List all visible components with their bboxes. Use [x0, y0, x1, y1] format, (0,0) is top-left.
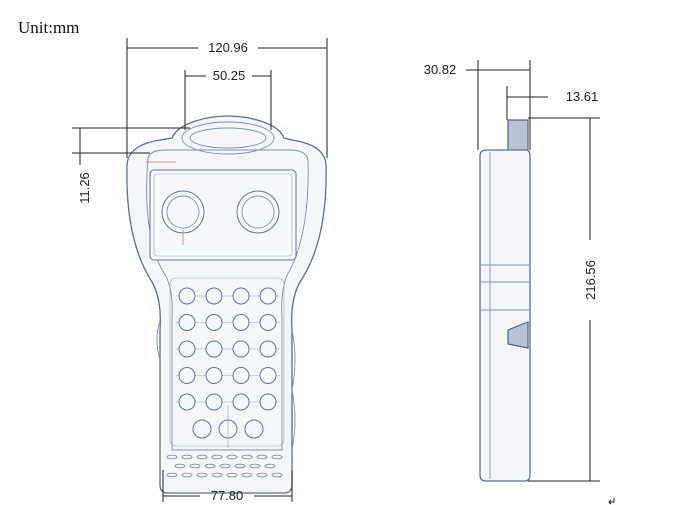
keypad-area [169, 277, 285, 447]
vent-slot [271, 472, 283, 478]
keypad-grid [176, 287, 280, 411]
keypad-key [205, 340, 223, 358]
keypad-key [259, 340, 277, 358]
vent-slot [271, 454, 283, 460]
vent-slot [241, 472, 253, 478]
vent-slot [189, 463, 201, 469]
dim-text-overall-width: 120.96 [208, 40, 248, 55]
keypad-key [205, 367, 223, 384]
dimension-side-total-depth: 30.82 [424, 60, 531, 150]
dim-text-bottom-width: 77.80 [211, 488, 244, 503]
return-mark [608, 498, 615, 505]
vent-slot [174, 463, 186, 469]
top-ring-outer [181, 121, 275, 155]
keypad-key [205, 393, 223, 411]
keypad-key [178, 340, 196, 358]
keypad-key [259, 314, 277, 331]
left-sensor [161, 190, 205, 234]
vent-slot [181, 454, 193, 460]
right-grip [291, 329, 296, 451]
keypad-key [232, 393, 250, 411]
vent-slot [264, 463, 276, 469]
keypad-key [178, 393, 196, 411]
vent-slot [204, 463, 216, 469]
keypad-key [205, 314, 223, 331]
vent-slot [234, 463, 246, 469]
dimension-side-height: 216.56 [528, 117, 600, 482]
keypad-key [205, 287, 223, 305]
vent-slot [166, 472, 178, 478]
right-sensor-inner [241, 195, 275, 229]
keypad-key [232, 287, 250, 305]
dim-text-top-ring-height: 11.26 [77, 172, 92, 204]
keypad-bottom-key [244, 419, 264, 439]
side-body-outline [479, 149, 531, 482]
dim-text-side-total-depth: 30.82 [424, 62, 457, 77]
keypad-key [178, 367, 196, 384]
side-neck [507, 119, 529, 153]
left-sensor-inner [166, 195, 200, 229]
dim-text-side-thin-depth: 13.61 [566, 89, 599, 104]
unit-label: Unit:mm [18, 18, 80, 37]
vent-slot [196, 472, 208, 478]
keypad-key [232, 314, 250, 331]
vent-slot [256, 454, 268, 460]
vent-slot [211, 472, 223, 478]
keypad-key [259, 367, 277, 384]
vent-slot [249, 463, 261, 469]
keypad-key [178, 287, 196, 305]
dimension-top-ring-width: 50.25 [184, 68, 272, 130]
keypad-key [232, 340, 250, 358]
top-ring-inner [189, 127, 267, 149]
vent-slot [196, 454, 208, 460]
vent-slots [166, 454, 283, 478]
dimension-overall-width: 120.96 [126, 38, 328, 158]
vent-slot [241, 454, 253, 460]
side-view [479, 119, 531, 482]
front-inner-contour [146, 149, 309, 451]
keypad-key [178, 314, 196, 331]
front-view [126, 115, 327, 494]
vent-slot [181, 472, 193, 478]
vent-slot [219, 463, 231, 469]
keypad-key [259, 287, 277, 305]
dimension-top-ring-height: 11.26 [72, 127, 190, 204]
keypad-key [232, 367, 250, 384]
display-window-inner [153, 173, 293, 257]
vent-slot [226, 454, 238, 460]
side-button [507, 321, 529, 349]
vent-slot [226, 472, 238, 478]
keypad-key [259, 393, 277, 411]
keypad-bottom-key [192, 419, 212, 439]
dimension-side-thin-depth: 13.61 [506, 86, 599, 120]
dimension-bottom-width: 77.80 [162, 470, 293, 503]
vent-slot [166, 454, 178, 460]
dim-text-top-ring-width: 50.25 [213, 68, 246, 83]
left-grip [156, 319, 161, 361]
vent-slot [256, 472, 268, 478]
dim-text-side-height: 216.56 [583, 260, 598, 300]
vent-slot [211, 454, 223, 460]
right-sensor [236, 190, 280, 234]
